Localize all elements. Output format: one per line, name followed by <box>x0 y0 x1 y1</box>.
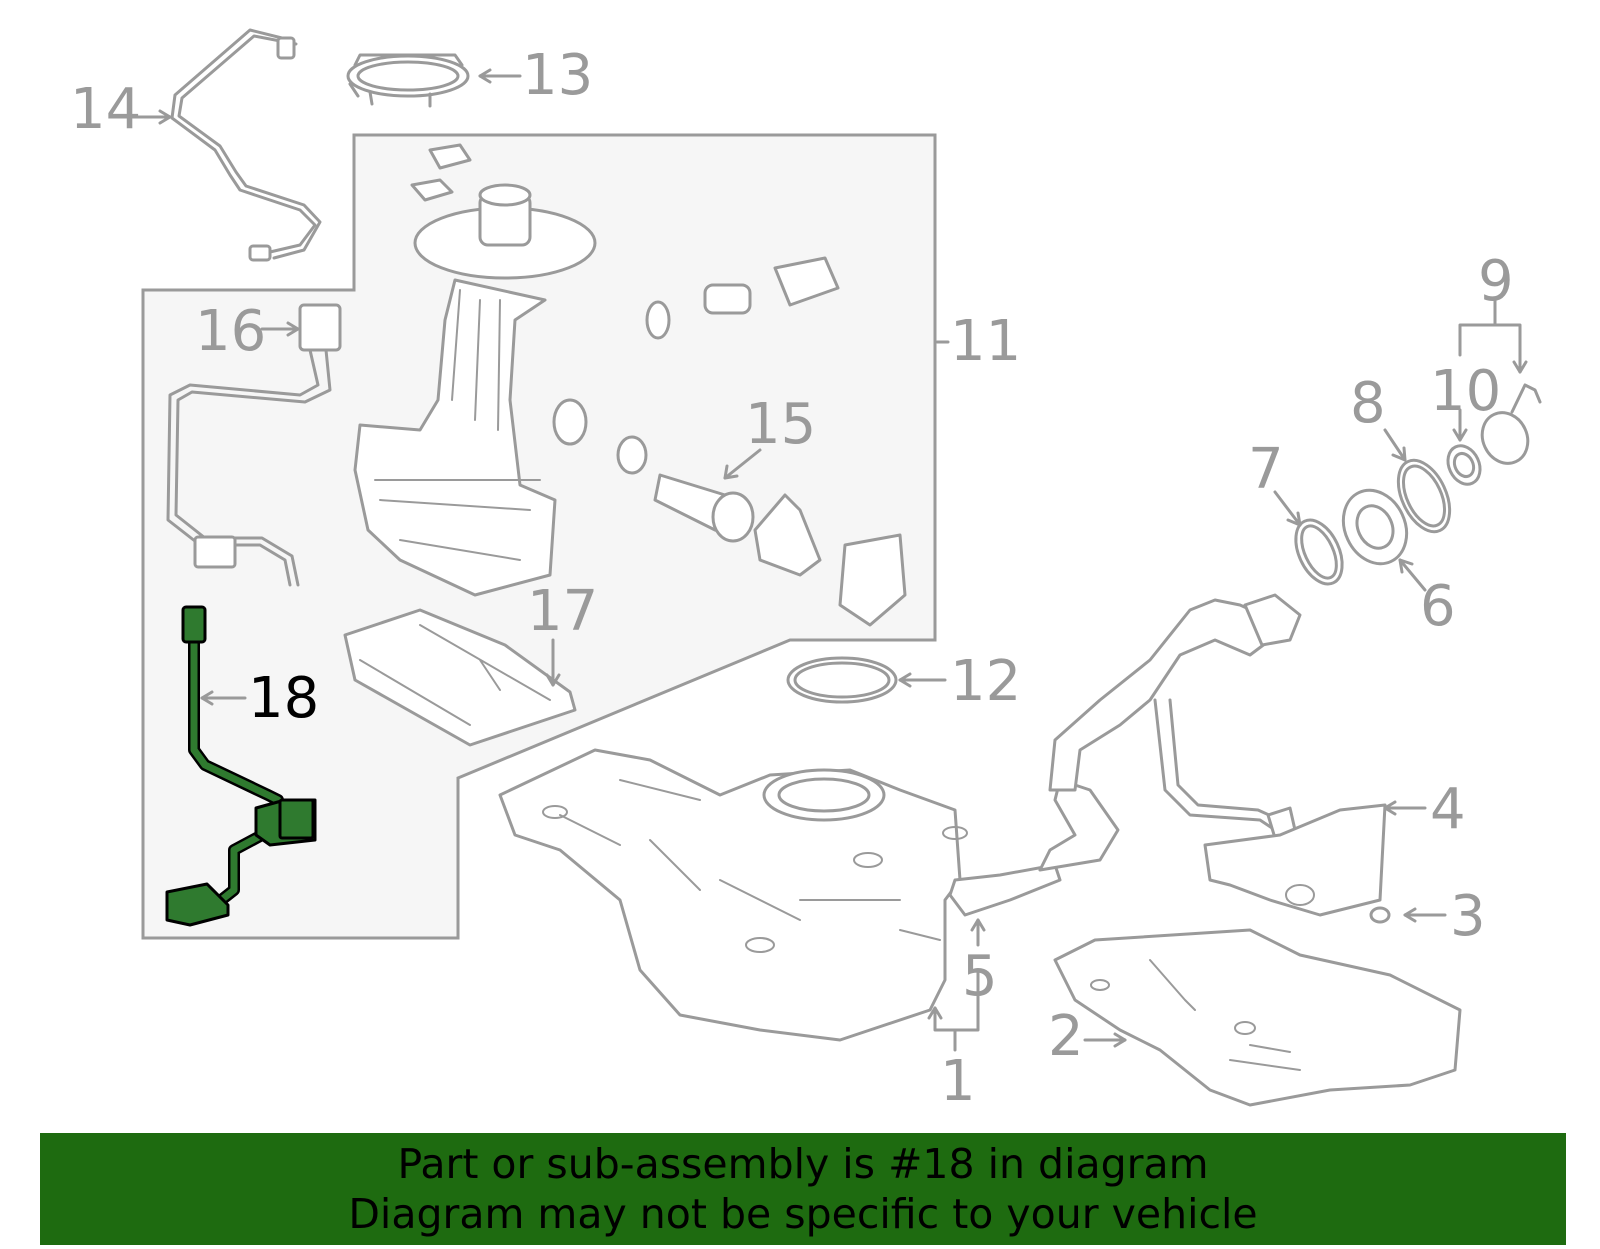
banner-line-1: Part or sub-assembly is #18 in diagram <box>397 1140 1209 1188</box>
leader-lines <box>135 68 1528 1052</box>
part-15-fuel-pump[interactable] <box>653 473 755 543</box>
banner-line-2: Diagram may not be specific to your vehi… <box>348 1190 1258 1238</box>
part-8-ring[interactable] <box>1388 452 1460 539</box>
part-2-skid-plate[interactable] <box>1053 928 1462 1107</box>
callout-3: 3 <box>1450 884 1486 949</box>
callout-12: 12 <box>950 649 1021 714</box>
part-13-lock-ring[interactable] <box>346 53 470 108</box>
info-banner: Part or sub-assembly is #18 in diagram D… <box>40 1133 1566 1245</box>
filler-pipe[interactable] <box>1048 593 1302 840</box>
callout-18: 18 <box>248 666 319 731</box>
callout-1: 1 <box>940 1049 976 1114</box>
callout-15: 15 <box>745 392 816 457</box>
part-10-ring[interactable] <box>1442 441 1486 490</box>
callout-14: 14 <box>70 77 141 142</box>
callout-17: 17 <box>527 579 598 644</box>
part-6-seal[interactable] <box>1332 480 1418 574</box>
part-9-cap[interactable] <box>1474 383 1542 471</box>
callout-4: 4 <box>1430 777 1466 842</box>
callout-10: 10 <box>1430 359 1501 424</box>
callout-2: 2 <box>1048 1004 1084 1069</box>
callout-6: 6 <box>1420 574 1456 639</box>
part-7-ring[interactable] <box>1287 513 1352 592</box>
callout-16: 16 <box>195 299 266 364</box>
callout-13: 13 <box>522 43 593 108</box>
callout-11: 11 <box>950 309 1021 374</box>
part-14-harness[interactable] <box>170 28 322 262</box>
part-3-clip[interactable] <box>1369 906 1391 924</box>
callout-7: 7 <box>1248 437 1284 502</box>
part-11-pump-module[interactable] <box>353 143 597 597</box>
part-17-filter[interactable] <box>343 608 577 747</box>
callout-5: 5 <box>962 944 998 1009</box>
part-4-heat-shield[interactable] <box>1203 803 1387 917</box>
part-5-filler-hose[interactable] <box>948 778 1120 917</box>
part-16-connector-wire[interactable] <box>166 303 342 587</box>
part-18-fuel-level-sender[interactable] <box>165 605 317 927</box>
callout-8: 8 <box>1350 371 1386 436</box>
part-1-fuel-tank[interactable] <box>498 748 968 1042</box>
callout-9: 9 <box>1478 249 1514 314</box>
part-12-gasket[interactable] <box>786 656 898 704</box>
part-11-small-parts[interactable] <box>552 256 907 627</box>
